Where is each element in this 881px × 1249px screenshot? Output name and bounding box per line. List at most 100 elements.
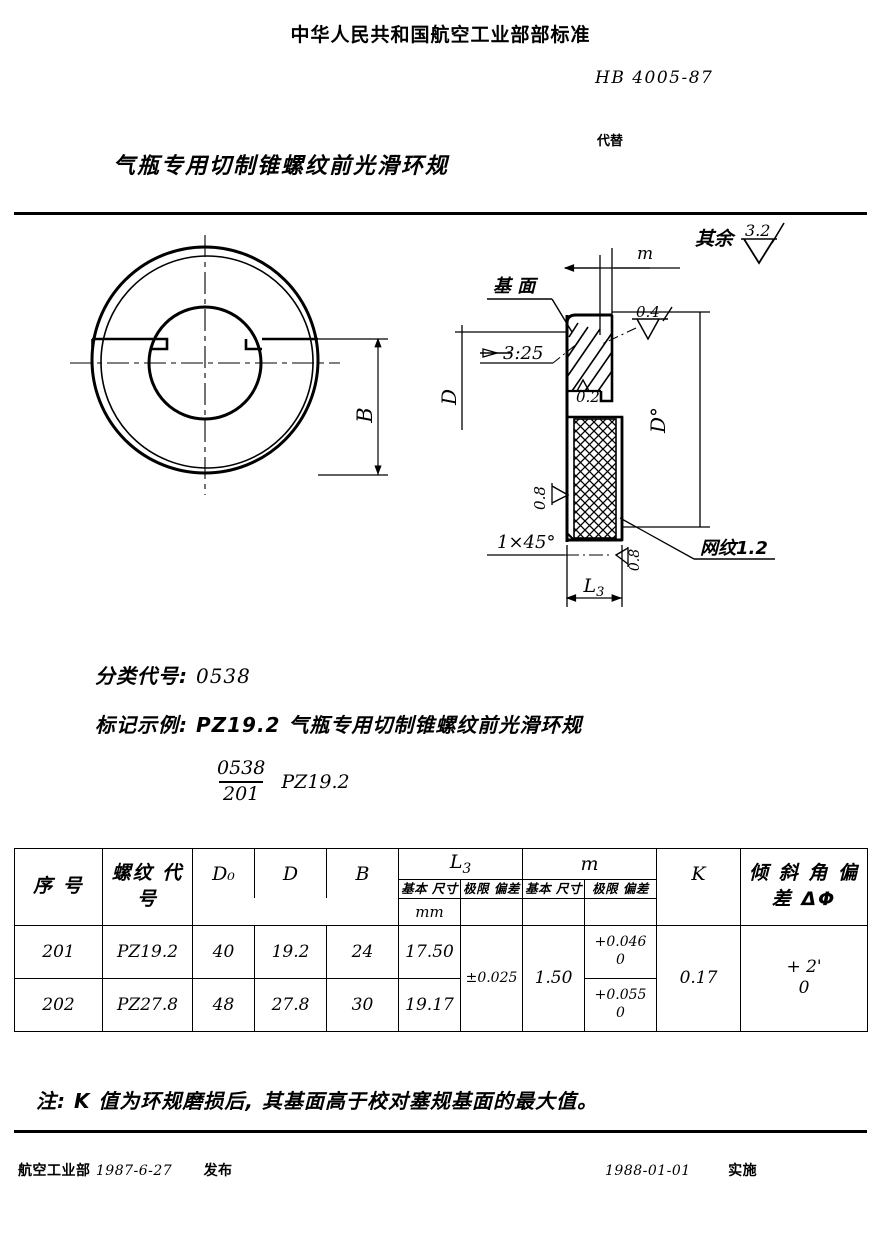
m-dev-lower: 0 (616, 1004, 625, 1021)
footer-issuer: 航空工业部 (18, 1163, 91, 1179)
designation-numerator: 0538 (217, 757, 266, 779)
col-header-seq-no: 序 号 (14, 848, 103, 926)
knurled-surface (574, 419, 616, 538)
col-header-angle-deviation: 倾 斜 角 偏 差 ΔΦ (740, 848, 869, 926)
designation-fraction: 0538 201 (213, 757, 269, 806)
cell-k: 0.17 (656, 924, 742, 1032)
dimension-l3 (565, 545, 623, 607)
svg-text:其余: 其余 (695, 228, 736, 250)
col-header-k: K (656, 848, 742, 899)
front-view-centerlines (70, 235, 340, 495)
roughness-02: 0.2 (574, 378, 600, 406)
unit-cell-l3-dev (459, 897, 524, 926)
m-dev-upper: +0.046 (594, 934, 647, 951)
general-roughness-note: 其余 3.2 (695, 221, 785, 265)
section-body (565, 313, 624, 542)
table-row: 202 PZ27.8 48 27.8 30 19.17 +0.055 0 (14, 977, 868, 1032)
cell-seq-no: 201 (14, 924, 103, 979)
dimension-b (318, 337, 388, 476)
footer-effective-date: 1988-01-01 (605, 1163, 691, 1179)
unit-cell-b (327, 898, 399, 925)
cell-b: 30 (326, 977, 399, 1032)
designation-denominator: 201 (219, 780, 264, 806)
unit-cell-m-dev (584, 897, 658, 926)
marking-example-line: 标记示例: PZ19.2 气瓶专用切制锥螺纹前光滑环规 (95, 709, 795, 738)
classification-code-line: 分类代号: 0538 (95, 660, 795, 689)
col-header-m-deviation: 极限 偏差 (584, 878, 658, 899)
svg-text:网纹1.2: 网纹1.2 (700, 538, 768, 559)
table-row: 201 PZ19.2 40 19.2 24 17.50 ±0.025 1.50 … (14, 924, 869, 1032)
svg-text:1×45°: 1×45° (497, 532, 555, 553)
marking-designation: 0538 201 PZ19.2 (213, 757, 795, 806)
cell-d0: 48 (192, 977, 255, 1032)
col-header-l3-deviation: 极限 偏差 (459, 878, 524, 899)
col-header-d0: D₀ (192, 848, 255, 899)
svg-text:3:25: 3:25 (503, 343, 543, 364)
cell-m-basic: 1.50 (522, 924, 586, 1032)
classification-code-value: 0538 (195, 664, 251, 688)
svg-text:3.2: 3.2 (745, 221, 770, 240)
datum-face-annotation: 基 面 (487, 276, 573, 333)
col-header-b: B (326, 848, 399, 899)
m-dev-lower: 0 (616, 951, 625, 968)
dimension-d0-label: D° (646, 407, 670, 434)
taper-annotation: 3:25 (480, 342, 579, 364)
dimension-m-label: m (637, 244, 653, 264)
col-header-m-basic: 基本 尺寸 (522, 878, 586, 899)
dimension-d-label: D (437, 389, 461, 406)
unit-cell-k (657, 898, 741, 925)
col-header-thread-code: 螺纹 代号 (102, 848, 193, 926)
marking-example-label: 标记示例: (95, 713, 188, 737)
svg-text:0.8: 0.8 (531, 486, 549, 510)
table-note: 注: K 值为环规磨损后, 其基面高于校对塞规基面的最大值。 (36, 1089, 598, 1113)
footer-divider-rule (14, 1130, 867, 1133)
header-divider-rule (14, 212, 867, 215)
cell-l3-basic: 17.50 (398, 924, 461, 979)
cell-thread-code: PZ19.2 (102, 924, 193, 979)
chamfer-annotation: 1×45° (487, 532, 610, 556)
cell-b: 24 (326, 924, 399, 979)
cell-m-deviation: +0.055 0 (584, 977, 658, 1032)
ministry-title: 中华人民共和国航空工业部部标准 (290, 24, 591, 46)
m-dev-upper: +0.055 (594, 987, 647, 1004)
dimension-l3-label: L3 (583, 575, 605, 600)
cell-thread-code: PZ27.8 (102, 977, 193, 1032)
technical-drawing: B 其余 3.2 (0, 215, 881, 645)
document-title: 气瓶专用切制锥螺纹前光滑环规 (113, 154, 450, 179)
classification-code-label: 分类代号: (95, 664, 188, 688)
footer-effective-action: 实施 (728, 1163, 758, 1179)
cell-d: 27.8 (254, 977, 327, 1032)
col-header-m: m (522, 848, 658, 880)
roughness-08-left: 0.8 (531, 483, 570, 510)
specification-table: 序 号 螺纹 代号 D₀ D B L3L3 m K 倾 斜 角 偏 差 ΔΦ 基… (14, 848, 869, 1032)
designation-code: PZ19.2 (281, 770, 350, 793)
marking-example-value: PZ19.2 气瓶专用切制锥螺纹前光滑环规 (195, 713, 583, 737)
standard-number: HB 4005-87 (595, 68, 714, 88)
angle-dev-upper: + 2' (786, 957, 822, 978)
knurl-annotation: 网纹1.2 (619, 517, 775, 560)
angle-dev-lower: 0 (798, 978, 810, 999)
col-header-l3-basic: 基本 尺寸 (398, 878, 461, 899)
footer-issue: 航空工业部 1987-6-27 发布 (18, 1160, 233, 1180)
unit-cell-m-basic (522, 897, 586, 926)
unit-cell-d0 (193, 898, 255, 925)
col-header-l3: L3L3 (397, 848, 524, 880)
dimension-m (563, 248, 680, 335)
dimension-d (455, 325, 567, 430)
footer-issue-date: 1987-6-27 (95, 1163, 173, 1179)
footer-effective: 1988-01-01 实施 (605, 1160, 757, 1180)
cell-seq-no: 202 (14, 977, 103, 1032)
section-hatching (566, 322, 613, 392)
cell-d0: 40 (192, 924, 255, 979)
cell-l3-basic: 19.17 (398, 977, 461, 1032)
cell-d: 19.2 (254, 924, 327, 979)
unit-cell-mm: mm (398, 897, 461, 926)
replaces-label: 代替 (597, 134, 624, 149)
svg-text:0.8: 0.8 (627, 549, 643, 571)
unit-cell-d (255, 898, 327, 925)
cell-l3-deviation: ±0.025 (459, 924, 524, 1032)
svg-text:0.2: 0.2 (576, 388, 600, 406)
roughness-08-bottom: 0.8 (614, 547, 643, 571)
cell-m-deviation: +0.046 0 (584, 924, 658, 979)
